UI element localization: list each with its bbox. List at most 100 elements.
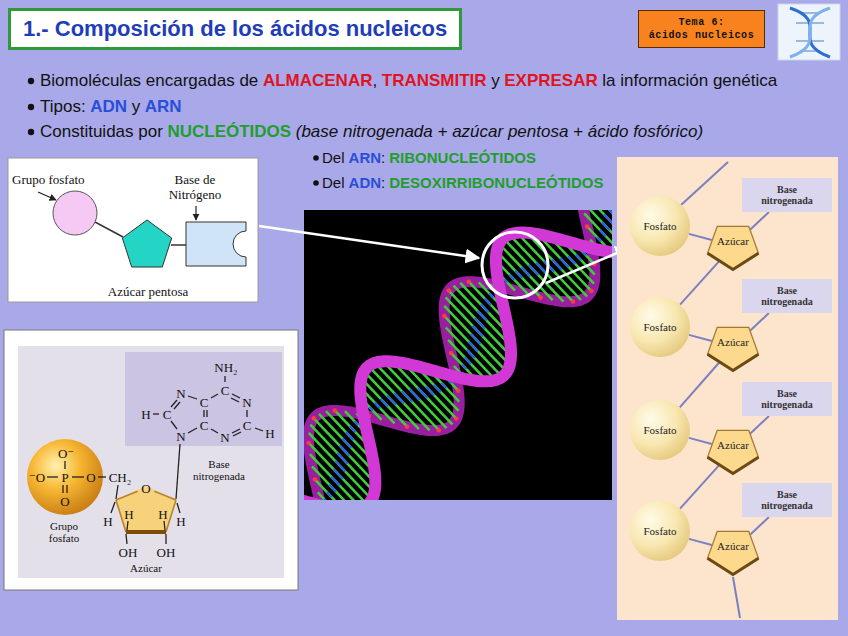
atom-dot: [454, 416, 458, 420]
bullet-text: ALMACENAR: [263, 71, 373, 90]
nucleotide-formula: [126, 534, 127, 544]
bullet-text: NUCLEÓTIDOS: [167, 122, 291, 141]
nucleotide-formula: [174, 402, 180, 409]
atom-dot: [538, 295, 542, 299]
dna-photo: [482, 232, 548, 298]
phosphate-circle: Fosfato: [630, 400, 690, 460]
nucleotide-formula: [18, 346, 284, 578]
base-pair: [342, 438, 351, 447]
atom-symbol: P: [61, 470, 68, 485]
base-pair: [485, 299, 491, 305]
helix-strand: [304, 233, 612, 500]
atom-holder: C: [200, 416, 209, 434]
bullet-dots: [313, 180, 319, 186]
base-pair: [309, 433, 372, 500]
nucleotide-formula: [171, 421, 177, 429]
node-text: Grupo fosfato: [12, 172, 116, 187]
bullet-dots: [28, 104, 34, 110]
atom-holder: H: [103, 512, 112, 530]
atom-holder: O: [141, 479, 150, 497]
pentagon-outline: [707, 531, 759, 575]
nucleotide-formula: [166, 500, 176, 532]
base-pair: [331, 477, 339, 486]
node-text: Tema 6:: [678, 16, 724, 29]
atom-symbol: O⁻: [58, 446, 74, 461]
base-pair: [552, 260, 562, 270]
nucleotide-schema: [8, 158, 258, 302]
bullet-text: y: [132, 97, 141, 116]
nucleotide-schema: [95, 222, 123, 237]
topic-tag: Tema 6:ácidos nucleicos: [638, 10, 765, 48]
atom-symbol: O: [86, 470, 95, 485]
base-pair: [441, 383, 446, 388]
base-pair: [515, 271, 522, 278]
atom-holder: CH₂: [109, 468, 132, 486]
atom-holder: H: [158, 505, 167, 523]
bullet-line: Constituidas porNUCLEÓTIDOS(base nitroge…: [40, 122, 703, 142]
nucleotide-formula: [188, 396, 197, 399]
atom-holder: H: [265, 424, 274, 442]
atom-holder: N: [176, 384, 185, 402]
backbone-line: [750, 416, 769, 433]
base-pair: [337, 453, 347, 464]
base-pair: [465, 357, 471, 364]
backbone-line: [750, 313, 769, 330]
base-pair: [324, 499, 326, 500]
base-pair: [355, 421, 359, 425]
bullet-text: (base nitrogenada + azúcar pentosa + áci…: [296, 122, 703, 141]
atom-dot: [312, 416, 316, 420]
base-pair: [462, 365, 466, 369]
base-pair: [529, 265, 539, 275]
node-text: Base de Nitrógeno: [159, 172, 231, 202]
base-pair: [606, 210, 612, 217]
pentagon-edge: [708, 558, 759, 574]
node-text: Azúcar: [717, 336, 749, 348]
atom-holder: N: [242, 393, 251, 411]
base-pair: [370, 407, 373, 411]
base-pair: [335, 461, 345, 472]
bullet-line: DelADN:DESOXIRRIBONUCLEÓTIDOS: [322, 174, 603, 192]
atom-holder: OH: [119, 543, 138, 561]
dna-icon: [778, 4, 840, 60]
backbone-line: [689, 438, 712, 444]
bullet-dots: [313, 155, 319, 161]
phosphate-circle: Fosfato: [630, 297, 690, 357]
node-text: Fosfato: [644, 525, 677, 537]
atom-dot: [333, 408, 337, 412]
nucleotide-formula: [224, 376, 225, 382]
node-text: Base nitrogenada: [751, 184, 823, 206]
nucleotide-schema: [171, 244, 186, 246]
base-pair: [522, 267, 531, 276]
base-pair: [536, 263, 546, 274]
node-text: Azúcar: [717, 235, 749, 247]
pentagon-outline: [707, 327, 759, 371]
bullet-text: :: [381, 174, 385, 191]
pentagon-outline: [707, 430, 759, 474]
atom-holder: C: [163, 405, 172, 423]
atom-symbol: ⁻O: [29, 470, 45, 485]
base-pair: [467, 350, 475, 358]
atom-dot: [585, 224, 589, 228]
pentagon-outline: [708, 327, 759, 370]
base-pair: [600, 230, 606, 236]
pentagon-edge: [708, 457, 759, 473]
base-pair: [329, 485, 336, 492]
bullet-text: ARN: [145, 97, 182, 116]
node-text: Azúcar pentosa: [93, 284, 203, 299]
base-pair: [560, 258, 569, 267]
base-pair: [402, 391, 412, 402]
atom-symbol: C: [163, 407, 172, 422]
nucleotide-schema: [186, 222, 246, 266]
atom-holder: C: [243, 416, 252, 434]
atom-symbol: H: [141, 407, 150, 422]
bullet-text: Tipos:: [40, 97, 86, 116]
atom-dot: [437, 428, 441, 432]
base-pair: [394, 393, 404, 403]
nucleotide-formula: [203, 410, 204, 417]
base-pair: [444, 306, 507, 372]
nucleotide-formula: [176, 444, 180, 499]
zoom-arrow: [546, 248, 629, 283]
pentagon-edge: [708, 253, 759, 269]
bullet-text: ADN: [349, 174, 382, 191]
